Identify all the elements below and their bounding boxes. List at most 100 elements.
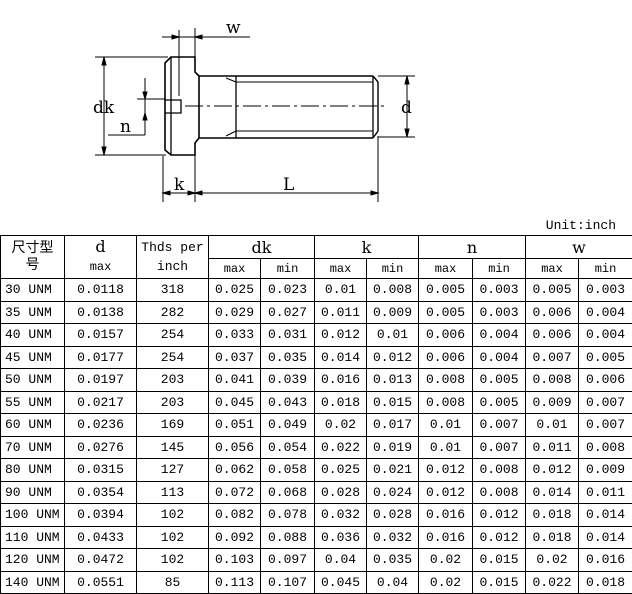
cell-thds: 254 [137, 324, 209, 347]
cell-dk-min: 0.035 [261, 346, 315, 369]
cell-k-min: 0.035 [367, 549, 419, 572]
cell-w-max: 0.014 [526, 481, 579, 504]
cell-n-min: 0.008 [473, 481, 526, 504]
cell-size: 35 UNM [1, 301, 65, 324]
cell-w-max: 0.012 [526, 459, 579, 482]
cell-n-max: 0.008 [419, 391, 473, 414]
cell-d-max: 0.0197 [65, 369, 137, 392]
unit-label: Unit:inch [546, 218, 616, 233]
cell-n-max: 0.006 [419, 324, 473, 347]
cell-w-max: 0.005 [526, 279, 579, 302]
cell-w-min: 0.016 [579, 549, 632, 572]
cell-thds: 85 [137, 571, 209, 594]
cell-w-min: 0.005 [579, 346, 632, 369]
cell-w-max: 0.006 [526, 301, 579, 324]
header-d-symbol: d [65, 236, 136, 258]
cell-k-max: 0.032 [315, 504, 367, 527]
cell-d-max: 0.0138 [65, 301, 137, 324]
cell-k-max: 0.04 [315, 549, 367, 572]
cell-dk-min: 0.031 [261, 324, 315, 347]
cell-dk-max: 0.092 [209, 526, 261, 549]
cell-w-min: 0.007 [579, 414, 632, 437]
cell-k-min: 0.015 [367, 391, 419, 414]
cell-k-max: 0.016 [315, 369, 367, 392]
cell-w-min: 0.006 [579, 369, 632, 392]
cell-k-max: 0.028 [315, 481, 367, 504]
cell-thds: 169 [137, 414, 209, 437]
cell-d-max: 0.0177 [65, 346, 137, 369]
cell-dk-min: 0.043 [261, 391, 315, 414]
cell-size: 60 UNM [1, 414, 65, 437]
cell-dk-max: 0.082 [209, 504, 261, 527]
cell-n-min: 0.008 [473, 459, 526, 482]
header-thds-line2: inch [157, 259, 188, 274]
cell-k-min: 0.01 [367, 324, 419, 347]
cell-thds: 318 [137, 279, 209, 302]
cell-k-min: 0.019 [367, 436, 419, 459]
cell-thds: 145 [137, 436, 209, 459]
label-k: k [174, 175, 185, 195]
cell-k-max: 0.012 [315, 324, 367, 347]
cell-n-min: 0.007 [473, 414, 526, 437]
cell-k-min: 0.012 [367, 346, 419, 369]
header-size-line2: 号 [26, 257, 40, 273]
cell-size: 140 UNM [1, 571, 65, 594]
cell-w-min: 0.011 [579, 481, 632, 504]
header-size: 尺寸型 号 [1, 236, 65, 279]
cell-n-min: 0.003 [473, 301, 526, 324]
cell-dk-max: 0.051 [209, 414, 261, 437]
cell-w-max: 0.011 [526, 436, 579, 459]
label-L: L [283, 175, 294, 195]
cell-k-min: 0.04 [367, 571, 419, 594]
cell-w-max: 0.022 [526, 571, 579, 594]
cell-w-min: 0.004 [579, 301, 632, 324]
cell-w-max: 0.02 [526, 549, 579, 572]
header-thds-per-inch: Thds per inch [137, 236, 209, 279]
cell-size: 100 UNM [1, 504, 65, 527]
cell-size: 40 UNM [1, 324, 65, 347]
cell-dk-max: 0.041 [209, 369, 261, 392]
cell-n-min: 0.003 [473, 279, 526, 302]
cell-thds: 203 [137, 391, 209, 414]
cell-w-max: 0.007 [526, 346, 579, 369]
cell-dk-min: 0.107 [261, 571, 315, 594]
cell-dk-min: 0.039 [261, 369, 315, 392]
cell-w-min: 0.003 [579, 279, 632, 302]
cell-k-min: 0.009 [367, 301, 419, 324]
header-k-min: min [367, 259, 419, 279]
label-n: n [120, 117, 131, 137]
cell-w-min: 0.007 [579, 391, 632, 414]
header-w: w [526, 236, 632, 259]
cell-dk-min: 0.097 [261, 549, 315, 572]
cell-n-max: 0.016 [419, 526, 473, 549]
cell-k-max: 0.01 [315, 279, 367, 302]
header-w-min: min [579, 259, 632, 279]
cell-size: 90 UNM [1, 481, 65, 504]
cell-dk-max: 0.056 [209, 436, 261, 459]
cell-n-min: 0.012 [473, 504, 526, 527]
cell-thds: 127 [137, 459, 209, 482]
cell-dk-max: 0.033 [209, 324, 261, 347]
cell-k-min: 0.024 [367, 481, 419, 504]
cell-size: 30 UNM [1, 279, 65, 302]
cell-d-max: 0.0217 [65, 391, 137, 414]
cell-d-max: 0.0315 [65, 459, 137, 482]
cell-n-max: 0.016 [419, 504, 473, 527]
cell-w-min: 0.008 [579, 436, 632, 459]
cell-k-min: 0.017 [367, 414, 419, 437]
cell-dk-min: 0.054 [261, 436, 315, 459]
cell-d-max: 0.0354 [65, 481, 137, 504]
cell-d-max: 0.0433 [65, 526, 137, 549]
cell-n-max: 0.02 [419, 549, 473, 572]
cell-thds: 203 [137, 369, 209, 392]
cell-w-max: 0.008 [526, 369, 579, 392]
cell-k-max: 0.011 [315, 301, 367, 324]
